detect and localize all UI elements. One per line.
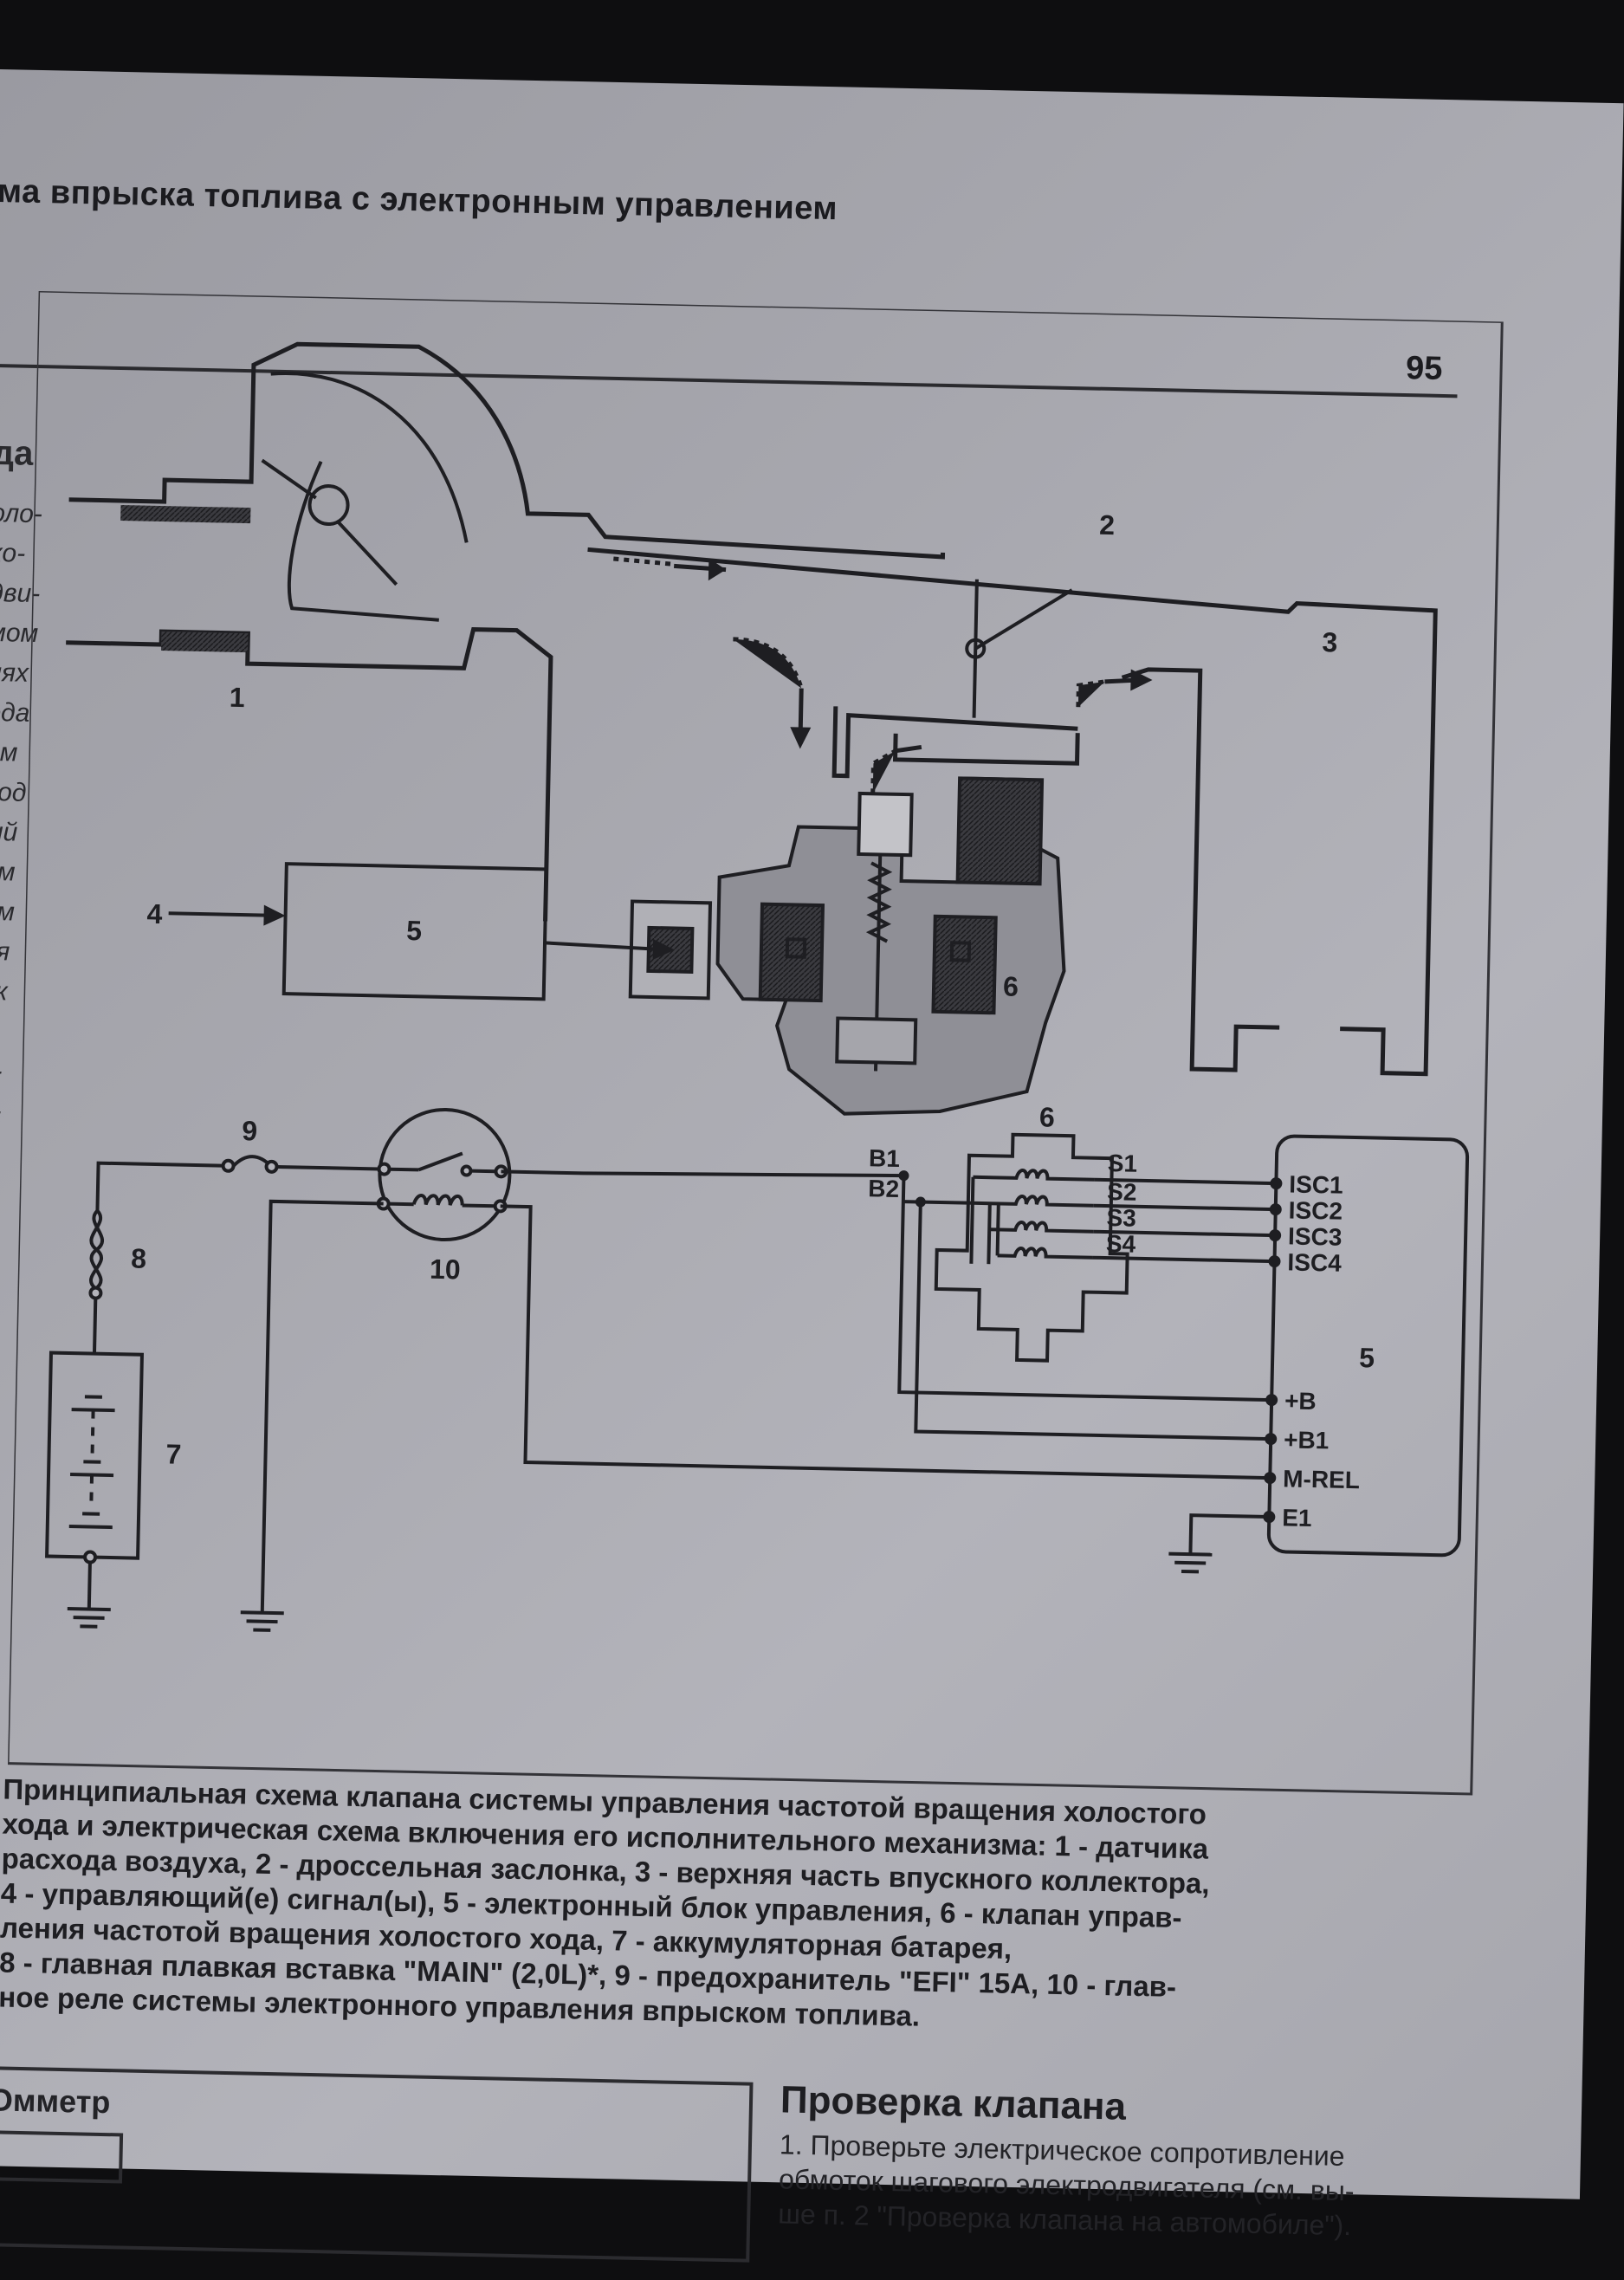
ecu-pin-plus-b1: +B1 xyxy=(1284,1426,1330,1454)
label-7: 7 xyxy=(165,1438,182,1469)
label-6: 6 xyxy=(1003,970,1019,1001)
ecu-pin-isc3: ISC3 xyxy=(1288,1222,1343,1250)
pin-s4: S4 xyxy=(1106,1230,1136,1258)
idle-valve-body xyxy=(628,772,1068,1118)
pin-s2: S2 xyxy=(1107,1178,1137,1206)
label-3: 3 xyxy=(1322,626,1338,657)
section-title: Проверка клапана xyxy=(780,2078,1474,2136)
book-page: ма впрыска топлива с электронным управле… xyxy=(0,69,1624,2199)
label-6-schematic: 6 xyxy=(1039,1101,1056,1132)
running-title: ма впрыска топлива с электронным управле… xyxy=(0,173,838,228)
label-4: 4 xyxy=(146,898,163,929)
label-5: 5 xyxy=(406,915,423,946)
valve-check-section: Проверка клапана 1. Проверьте электричес… xyxy=(778,2078,1474,2245)
figure-caption: Принципиальная схема клапана системы упр… xyxy=(0,1772,1466,2045)
ecu-pin-plus-b: +B xyxy=(1284,1387,1317,1415)
label-2: 2 xyxy=(1099,509,1116,541)
pin-b1: B1 xyxy=(869,1144,900,1172)
label-5-schematic: 5 xyxy=(1359,1342,1375,1373)
label-8: 8 xyxy=(131,1242,147,1273)
label-10: 10 xyxy=(430,1253,461,1286)
left-column-heading: да xyxy=(0,433,34,474)
pin-b2: B2 xyxy=(868,1175,899,1202)
idle-control-valve-figure: 1 2 3 4 5 6 xyxy=(8,291,1511,1803)
ecu-pin-m-rel: M-REL xyxy=(1283,1465,1360,1493)
wiring-schematic xyxy=(45,1102,1467,1655)
pin-s1: S1 xyxy=(1108,1150,1138,1177)
ohmmeter-label: Омметр xyxy=(0,2082,111,2121)
ohmmeter-figure: Омметр xyxy=(0,2066,754,2263)
ecu-pin-isc2: ISC2 xyxy=(1288,1196,1343,1224)
ohmmeter-device xyxy=(0,2130,123,2183)
label-9: 9 xyxy=(242,1115,258,1146)
pin-s3: S3 xyxy=(1106,1204,1136,1232)
ecu-pin-isc1: ISC1 xyxy=(1289,1170,1343,1198)
ecu-pin-e1: E1 xyxy=(1282,1504,1312,1532)
ecu-pin-isc4: ISC4 xyxy=(1287,1248,1342,1276)
throttle-valve xyxy=(966,580,1072,720)
label-1: 1 xyxy=(230,682,246,713)
section-text: 1. Проверьте электрическое сопротивление… xyxy=(778,2127,1472,2245)
